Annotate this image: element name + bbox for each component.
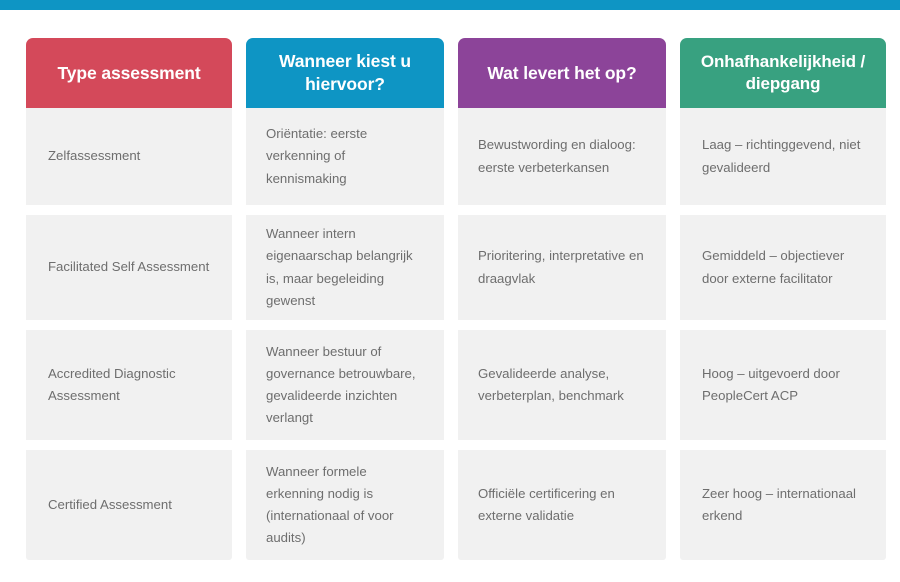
cell-text: Prioritering, interpretative en draagvla… (478, 248, 644, 286)
assessment-comparison-table: Type assessment Wanneer kiest u hiervoor… (26, 38, 886, 560)
cell-type: Accredited Diagnostic Assessment (26, 330, 232, 440)
column-header-independence: Onhafhankelijkheid / diepgang (680, 38, 886, 108)
cell-text: Gemiddeld – objectiever door externe fac… (702, 248, 845, 286)
column-header-when: Wanneer kiest u hiervoor? (246, 38, 444, 108)
cell-text: Oriëntatie: eerste verkenning of kennism… (266, 126, 368, 186)
cell-independence: Hoog – uitgevoerd door PeopleCert ACP (680, 330, 886, 440)
cell-independence: Laag – richtinggevend, niet gevalideerd (680, 108, 886, 205)
column-header-outcome: Wat levert het op? (458, 38, 666, 108)
cell-text: Bewustwording en dialoog: eerste verbete… (478, 137, 636, 175)
cell-when: Wanneer formele erkenning nodig is (inte… (246, 450, 444, 560)
cell-independence: Gemiddeld – objectiever door externe fac… (680, 215, 886, 320)
table-row: Accredited Diagnostic Assessment Wanneer… (26, 330, 886, 440)
cell-text: Certified Assessment (48, 496, 172, 512)
table-row: Zelfassessment Oriëntatie: eerste verken… (26, 108, 886, 205)
column-header-label: Wanneer kiest u hiervoor? (278, 51, 412, 94)
table-header-row: Type assessment Wanneer kiest u hiervoor… (26, 38, 886, 108)
cell-text: Wanneer bestuur of governance betrouwbar… (266, 343, 416, 426)
cell-when: Oriëntatie: eerste verkenning of kennism… (246, 108, 444, 205)
column-header-label: Wat levert het op? (487, 62, 637, 83)
cell-text: Zelfassessment (48, 148, 141, 164)
cell-outcome: Prioritering, interpretative en draagvla… (458, 215, 666, 320)
cell-text: Hoog – uitgevoerd door PeopleCert ACP (702, 365, 840, 403)
table-row: Facilitated Self Assessment Wanneer inte… (26, 215, 886, 320)
cell-text: Laag – richtinggevend, niet gevalideerd (702, 137, 861, 175)
cell-text: Facilitated Self Assessment (48, 259, 210, 275)
cell-type: Zelfassessment (26, 108, 232, 205)
cell-text: Gevalideerde analyse, verbeterplan, benc… (478, 365, 624, 403)
cell-text: Officiële certificering en externe valid… (478, 485, 615, 523)
column-header-label: Onhafhankelijkheid / diepgang (700, 51, 866, 93)
column-header-type-assessment: Type assessment (26, 38, 232, 108)
cell-independence: Zeer hoog – internationaal erkend (680, 450, 886, 560)
cell-outcome: Officiële certificering en externe valid… (458, 450, 666, 560)
table-row: Certified Assessment Wanneer formele erk… (26, 450, 886, 560)
cell-text: Zeer hoog – internationaal erkend (702, 485, 856, 523)
top-accent-bar (0, 0, 900, 10)
cell-type: Certified Assessment (26, 450, 232, 560)
cell-type: Facilitated Self Assessment (26, 215, 232, 320)
cell-text: Wanneer formele erkenning nodig is (inte… (266, 463, 394, 546)
cell-when: Wanneer bestuur of governance betrouwbar… (246, 330, 444, 440)
cell-outcome: Gevalideerde analyse, verbeterplan, benc… (458, 330, 666, 440)
cell-text: Accredited Diagnostic Assessment (48, 365, 176, 403)
cell-when: Wanneer intern eigenaarschap belangrijk … (246, 215, 444, 320)
cell-outcome: Bewustwording en dialoog: eerste verbete… (458, 108, 666, 205)
column-header-label: Type assessment (57, 62, 201, 83)
cell-text: Wanneer intern eigenaarschap belangrijk … (266, 226, 413, 308)
